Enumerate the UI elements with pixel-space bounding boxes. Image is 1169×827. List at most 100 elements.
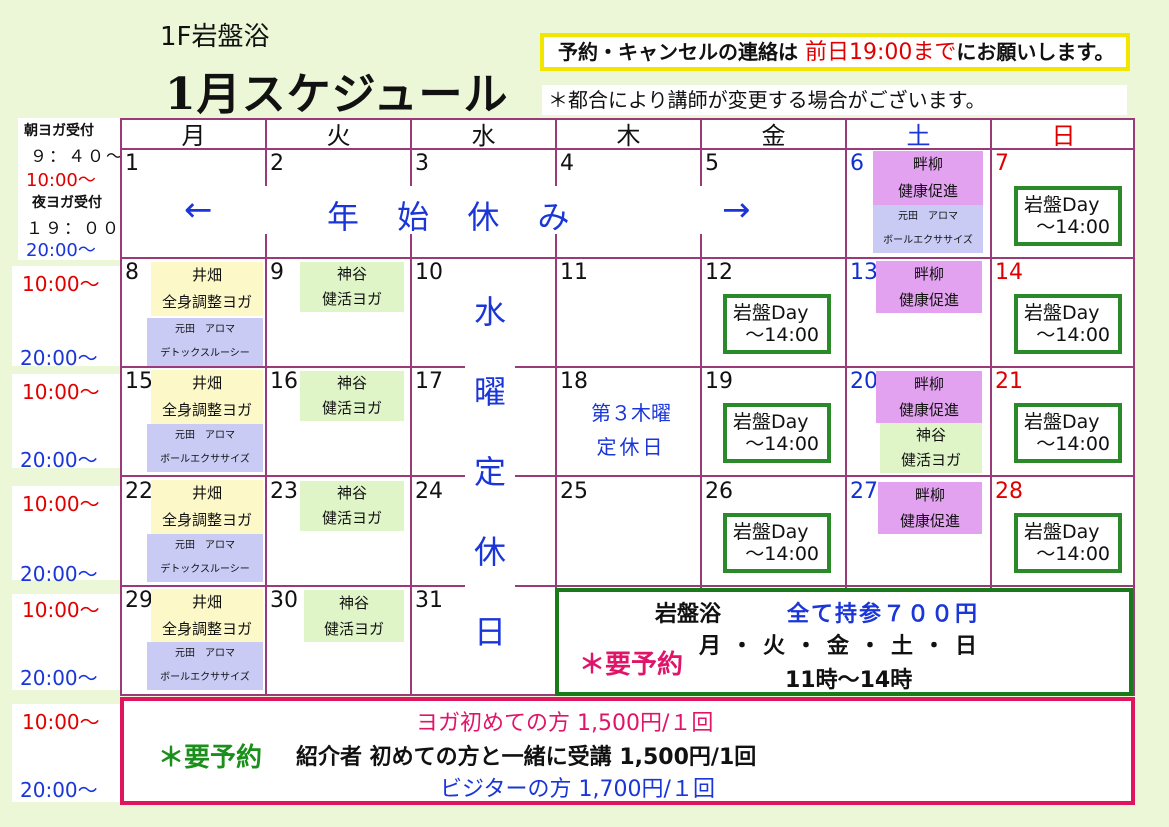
ganban-day-title: 岩盤Day (733, 521, 809, 543)
thursday-closed-line2: 定休日 (596, 435, 666, 459)
class-teacher: 神谷 (338, 594, 369, 612)
side-header-box (18, 118, 120, 260)
class-teacher: 元田 アロマ (175, 648, 235, 659)
footer-am-time: 10:00〜 (22, 710, 100, 734)
row2-am-time: 10:00〜 (22, 380, 100, 404)
ganban-reserve-required: ＊要予約 (579, 650, 684, 680)
class-name: デトックスルーシー (160, 564, 250, 575)
day-number: 9 (270, 260, 284, 285)
ganban-day-box: 岩盤Day 〜14:00 (1014, 186, 1122, 246)
class-motoda-ball: 元田 アロマ ボールエクササイズ (147, 642, 263, 690)
wednesday-closed-char: 定 (473, 453, 506, 491)
class-name: ボールエクササイズ (883, 235, 973, 246)
class-kamiya: 神谷 健活ヨガ (300, 371, 404, 421)
day-number: 17 (415, 369, 443, 394)
ganban-day-title: 岩盤Day (1024, 411, 1100, 433)
ganban-price-label: 岩盤浴 (655, 602, 722, 627)
page-title: 1月スケジュール (165, 69, 509, 120)
day-number: 7 (995, 151, 1009, 176)
grid-line (555, 120, 557, 694)
ganban-day-box: 岩盤Day 〜14:00 (723, 513, 831, 573)
day-number: 30 (270, 588, 298, 613)
class-kamiya: 神谷 健活ヨガ (880, 423, 982, 473)
side-row-box (12, 374, 120, 468)
day-number: 24 (415, 479, 443, 504)
class-kamiya: 神谷 健活ヨガ (304, 590, 404, 642)
class-ihata: 井畑 全身調整ヨガ (151, 480, 263, 534)
grid-line (410, 120, 412, 694)
ganban-day-box: 岩盤Day 〜14:00 (1014, 403, 1122, 463)
class-kamiya: 神谷 健活ヨガ (300, 262, 404, 312)
footer-pm-time: 20:00〜 (20, 778, 98, 802)
ganban-day-box: 岩盤Day 〜14:00 (723, 403, 831, 463)
class-teacher: 畔柳 (914, 486, 945, 504)
day-number: 4 (560, 151, 574, 176)
side-row-box (12, 486, 120, 580)
class-kamiya: 神谷 健活ヨガ (300, 481, 404, 531)
class-ihata: 井畑 全身調整ヨガ (151, 262, 263, 316)
wednesday-closed-char: 休 (473, 533, 506, 571)
new-year-holiday-text: 年 始 休 み (327, 198, 584, 236)
day-number: 27 (850, 479, 878, 504)
class-name: 健康促進 (898, 401, 959, 419)
night-start: １９：００〜 (26, 219, 140, 239)
row1-pm-time: 20:00〜 (20, 346, 98, 370)
class-teacher: 畔柳 (913, 265, 944, 283)
thursday-closed-note: 第３木曜 定休日 (567, 398, 695, 462)
day-number: 16 (270, 369, 298, 394)
day-number: 31 (415, 588, 443, 613)
notice-deadline: 前日19:00まで (804, 40, 957, 65)
wednesday-closed-banner: 水 曜 定 休 日 (465, 272, 515, 651)
day-number: 22 (125, 479, 153, 504)
day-number: 11 (560, 260, 588, 285)
class-name: 全身調整ヨガ (161, 401, 252, 419)
left-arrow-icon: ← (184, 190, 213, 230)
class-name: ボールエクササイズ (160, 454, 250, 465)
class-teacher: 神谷 (336, 484, 367, 502)
new-year-holiday-banner: ← 年 始 休 み → (122, 186, 842, 236)
day-number: 15 (125, 369, 153, 394)
day-number: 20 (850, 369, 878, 394)
class-teacher: 元田 アロマ (175, 540, 235, 551)
ganban-open-hours: 11時〜14時 (785, 668, 913, 693)
class-name: 健康促進 (899, 512, 960, 530)
day-number: 6 (850, 151, 864, 176)
yoga-reserve-required: ＊要予約 (158, 743, 263, 773)
morning-end: 10:00〜 (26, 170, 96, 191)
day-number: 23 (270, 479, 298, 504)
ganban-day-time: 〜14:00 (1036, 216, 1110, 238)
wednesday-closed-char: 水 (473, 293, 506, 331)
day-number: 5 (705, 151, 719, 176)
class-teacher: 元田 アロマ (898, 211, 958, 222)
day-number: 14 (995, 260, 1023, 285)
class-name: 全身調整ヨガ (161, 511, 252, 529)
grid-line (265, 120, 267, 694)
side-row-box (12, 594, 120, 690)
weekday-thu: 木 (616, 122, 641, 150)
class-teacher: 神谷 (336, 265, 367, 283)
row3-pm-time: 20:00〜 (20, 562, 98, 586)
day-number: 19 (705, 369, 733, 394)
grid-line (845, 120, 847, 694)
day-number: 13 (850, 260, 878, 285)
yoga-price-box: ヨガ初めての方 1,500円/１回 ＊要予約 紹介者 初めての方と一緒に受講 1… (120, 697, 1135, 805)
weekday-tue: 火 (326, 122, 351, 150)
grid-line (122, 366, 1133, 368)
ganban-price-box: 岩盤浴 全て持参７００円 ＊要予約 月・火・金・土・日 11時〜14時 (555, 588, 1133, 696)
row4-am-time: 10:00〜 (22, 598, 100, 622)
day-number: 8 (125, 260, 139, 285)
day-number: 12 (705, 260, 733, 285)
grid-line (122, 257, 1133, 259)
class-teacher: 神谷 (915, 426, 946, 444)
night-end: 20:00〜 (26, 240, 96, 261)
ganban-day-box: 岩盤Day 〜14:00 (723, 294, 831, 354)
ganban-day-time: 〜14:00 (745, 543, 819, 565)
class-teacher: 元田 アロマ (175, 324, 235, 335)
class-motoda-ball: 元田 アロマ ボールエクササイズ (873, 205, 983, 253)
class-name: 健活ヨガ (900, 451, 961, 469)
class-name: 健康促進 (898, 291, 959, 309)
thursday-closed-line1: 第３木曜 (591, 401, 671, 425)
yoga-referral-price: 紹介者 初めての方と一緒に受講 1,500円/1回 (296, 745, 757, 770)
notice-prefix: 予約・キャンセルの連絡は (558, 40, 798, 64)
ganban-day-box: 岩盤Day 〜14:00 (1014, 294, 1122, 354)
